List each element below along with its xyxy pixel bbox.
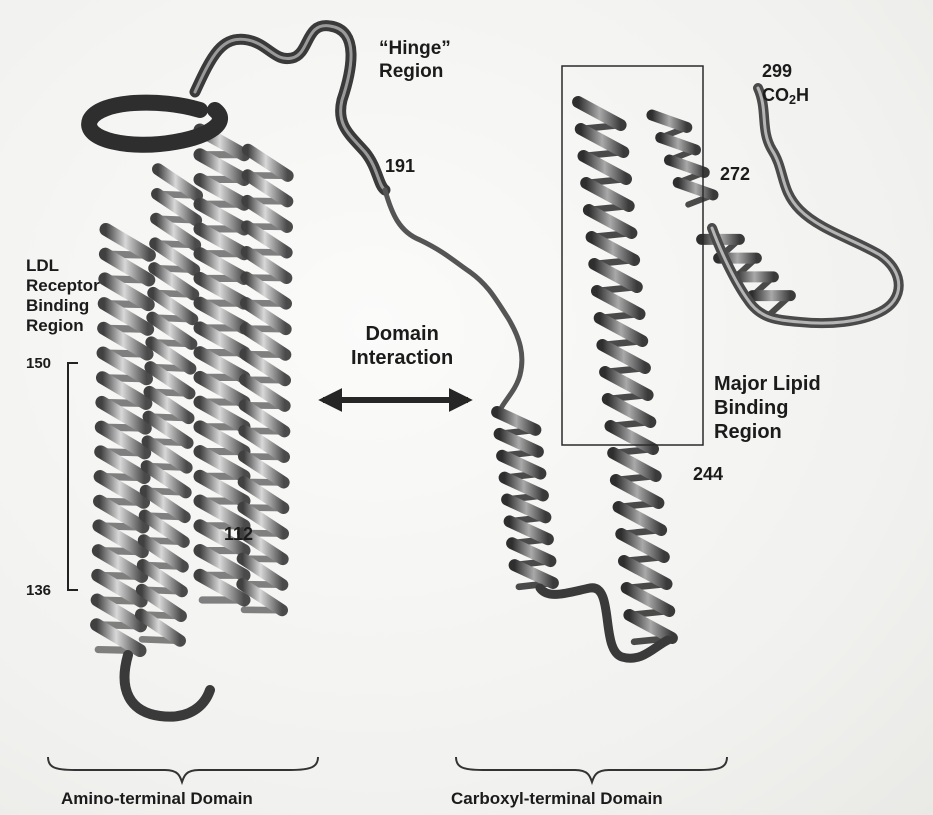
- ldl-receptor-label: LDL Receptor Binding Region: [26, 256, 100, 336]
- residue-191-label: 191: [385, 155, 415, 177]
- domain-interaction-line1: Domain: [351, 322, 453, 346]
- terminus-main: CO: [762, 85, 789, 105]
- residue-299-label: 299: [762, 60, 792, 82]
- carboxyl-terminal-domain-label: Carboxyl-terminal Domain: [451, 789, 663, 809]
- amino-domain-brace: [48, 757, 318, 782]
- major-lipid-binding-label: Major Lipid Binding Region: [714, 372, 821, 444]
- terminus-end: H: [796, 85, 809, 105]
- domain-interaction-line2: Interaction: [351, 346, 453, 370]
- ldl-line4: Region: [26, 316, 100, 336]
- residue-112-label: 112: [224, 523, 253, 545]
- ldl-line2: Receptor: [26, 276, 100, 296]
- lipid-line2: Binding: [714, 396, 821, 420]
- helix-c2: [578, 102, 672, 642]
- terminus-subscript: 2: [789, 93, 796, 107]
- hinge-label-line2: Region: [379, 60, 451, 83]
- lipid-line1: Major Lipid: [714, 372, 821, 396]
- ldl-range-bracket: [68, 363, 78, 590]
- linker-to-carboxyl-domain: [385, 190, 522, 410]
- c-terminus-label: CO2H: [762, 84, 809, 106]
- c-terminal-tail-highlight: [712, 88, 899, 323]
- carboxyl-domain-brace: [456, 757, 727, 782]
- bottom-loop-amino: [125, 655, 210, 717]
- helix-c1: [497, 412, 553, 587]
- hinge-region-label: “Hinge” Region: [379, 37, 451, 83]
- hinge-label-line1: “Hinge”: [379, 37, 451, 60]
- residue-272-label: 272: [720, 163, 750, 185]
- ldl-line1: LDL: [26, 256, 100, 276]
- lipid-line3: Region: [714, 420, 821, 444]
- residue-136-label: 136: [26, 582, 51, 600]
- amino-terminal-domain-label: Amino-terminal Domain: [61, 789, 253, 809]
- residue-244-label: 244: [693, 463, 723, 485]
- residue-150-label: 150: [26, 355, 51, 373]
- amino-terminal-helix-bundle: [97, 130, 288, 651]
- ldl-line3: Binding: [26, 296, 100, 316]
- domain-interaction-label: Domain Interaction: [351, 322, 453, 370]
- helix-c3: [652, 115, 713, 204]
